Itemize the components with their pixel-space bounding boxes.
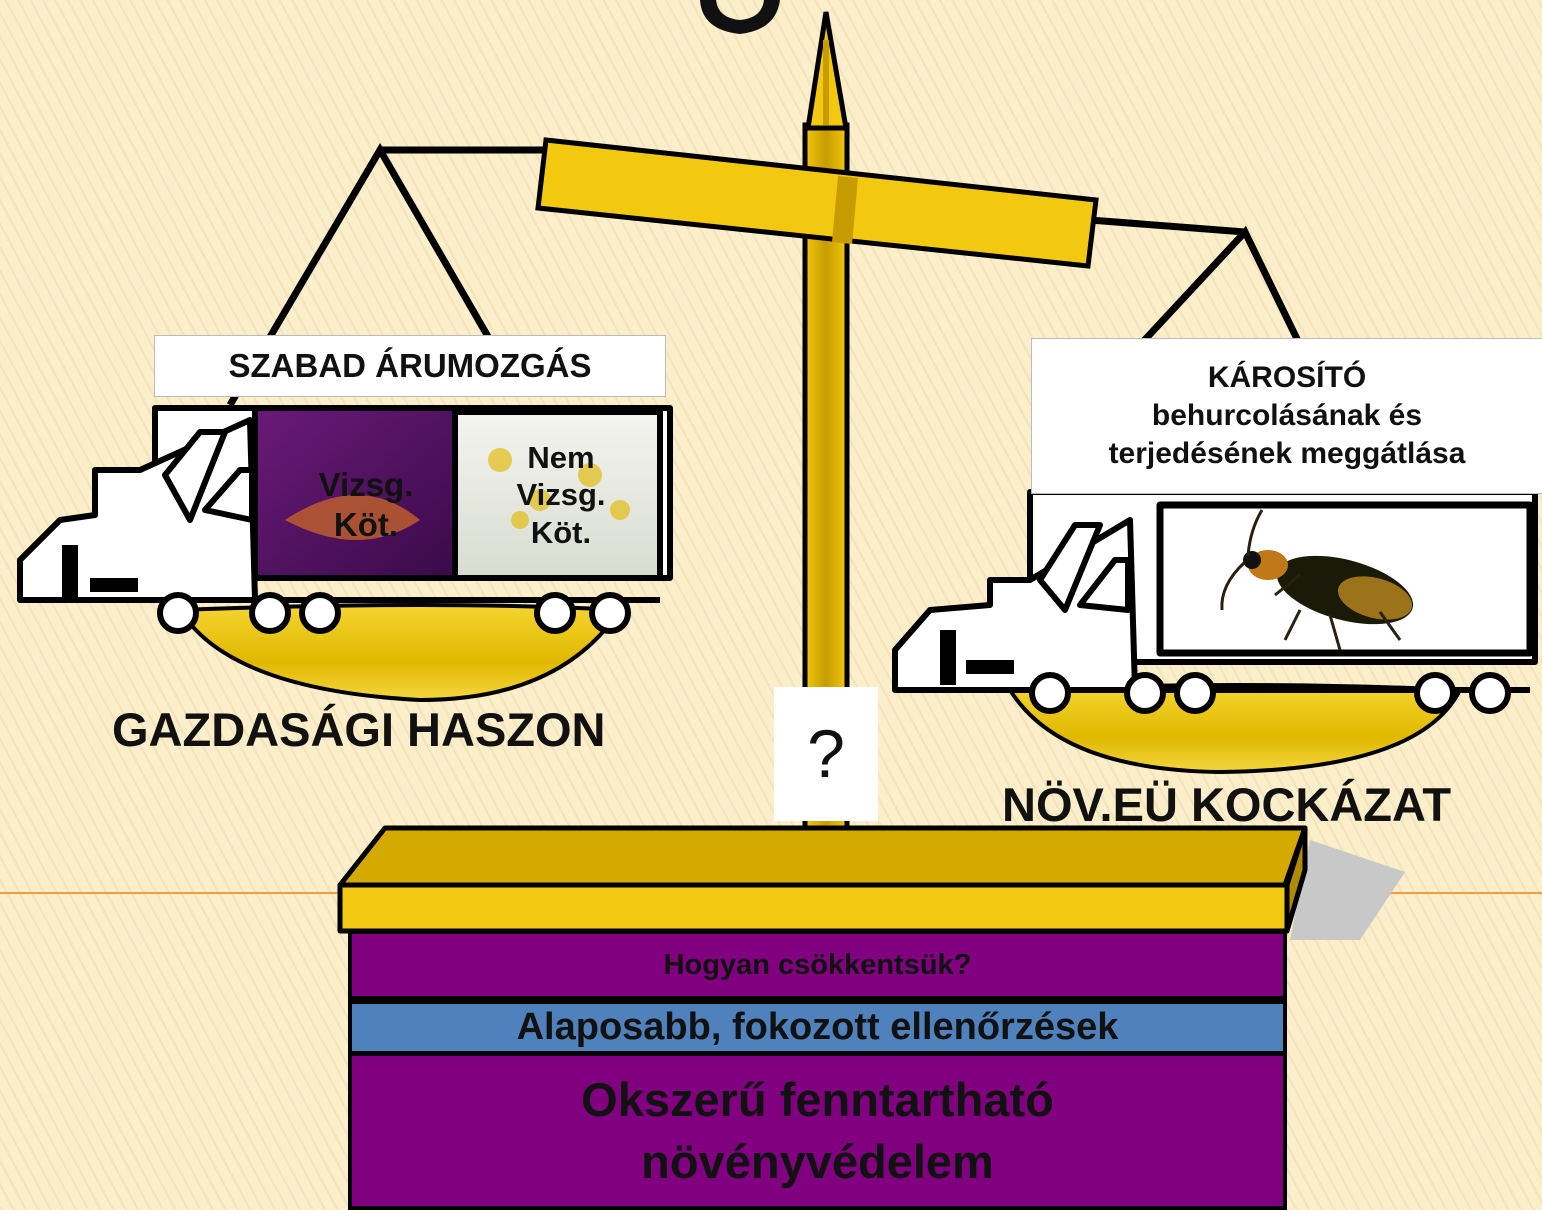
pest-prevention-sign: KÁROSÍTÓ behurcolásának és terjedésének … xyxy=(1031,338,1542,494)
free-movement-label: SZABAD ÁRUMOZGÁS xyxy=(228,347,592,384)
right-scale-pan xyxy=(1006,683,1464,775)
pedestal-question-text: Hogyan csökkentsük? xyxy=(663,948,972,981)
economic-benefit-label: GAZDASÁGI HASZON xyxy=(112,703,606,756)
beetle-icon xyxy=(1220,509,1414,651)
examined-crate-label: Vizsg. Köt. xyxy=(296,455,436,555)
not-examined-crate-label: Nem Vizsg. Köt. xyxy=(470,430,652,560)
right-pan-strings xyxy=(1089,216,1304,348)
title-glyph-fragment xyxy=(700,0,780,34)
pest-sign-line-1: KÁROSÍTÓ xyxy=(1207,361,1367,395)
pedestal-band-inspections: Alaposabb, fokozott ellenőrzések xyxy=(348,1000,1287,1055)
not-examined-line-3: Köt. xyxy=(530,514,592,550)
pedestal-band-question: Hogyan csökkentsük? xyxy=(348,930,1287,1000)
question-mark: ? xyxy=(807,716,845,792)
left-truck-icon xyxy=(17,405,673,634)
question-mark-box: ? xyxy=(774,687,878,821)
left-scale-pan xyxy=(176,603,624,703)
pest-sign-line-3: terjedésének meggátlása xyxy=(1108,436,1466,470)
free-movement-sign: SZABAD ÁRUMOZGÁS xyxy=(154,335,666,397)
not-examined-line-2: Vizsg. xyxy=(516,477,606,513)
examined-line-1: Vizsg. xyxy=(318,466,414,504)
pedestal-inspections-text: Alaposabb, fokozott ellenőrzések xyxy=(516,1006,1119,1048)
right-truck-icon xyxy=(892,489,1538,714)
pest-sign-line-2: behurcolásának és xyxy=(1151,399,1423,433)
pedestal-top xyxy=(337,825,1405,940)
scale-beam xyxy=(535,137,1099,269)
examined-line-2: Köt. xyxy=(333,506,399,543)
pedestal-plant-protection-line-2: növényvédelem xyxy=(641,1135,994,1188)
not-examined-line-1: Nem xyxy=(527,440,595,476)
pedestal-plant-protection-line-1: Okszerű fenntartható xyxy=(581,1072,1054,1126)
pedestal-band-plant-protection: Okszerű fenntartható növényvédelem xyxy=(348,1052,1287,1210)
plant-health-risk-label: NÖV.EÜ KOCKÁZAT xyxy=(1002,778,1452,831)
left-pan-strings xyxy=(226,143,545,407)
